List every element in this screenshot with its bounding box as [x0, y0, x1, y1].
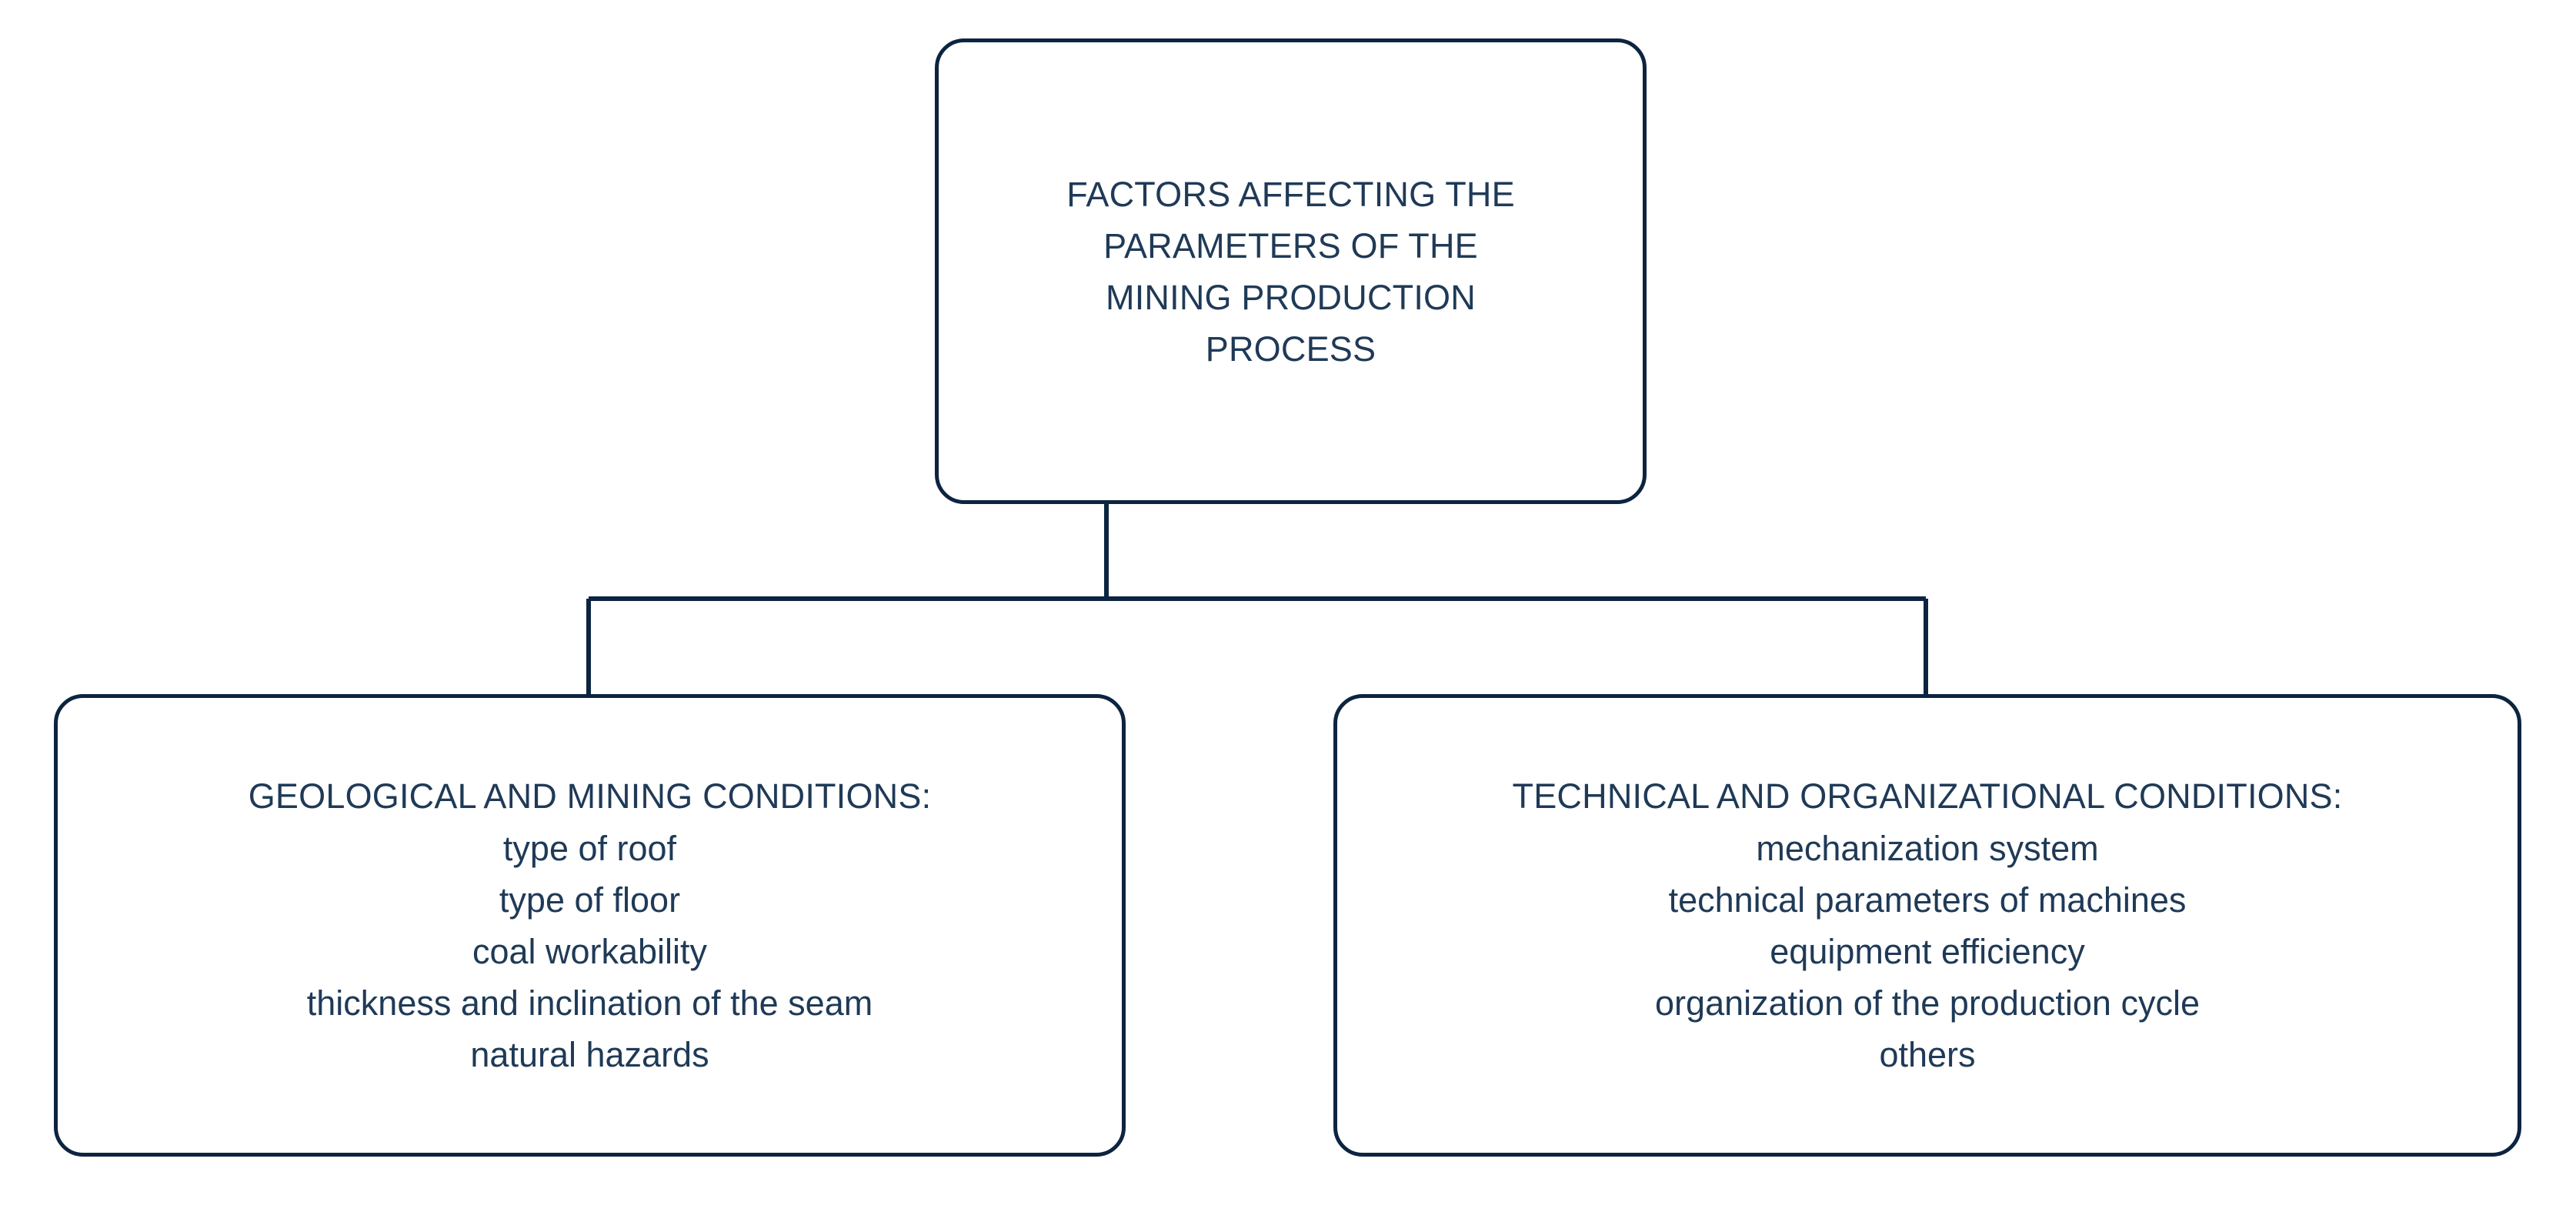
- child-node-left-item-4: thickness and inclination of the seam: [306, 983, 873, 1023]
- child-node-right-item-3: equipment efficiency: [1770, 932, 2085, 971]
- child-node-right-item-4: organization of the production cycle: [1655, 983, 2200, 1023]
- child-node-right-title: TECHNICAL AND ORGANIZATIONAL CONDITIONS:: [1512, 776, 2343, 816]
- root-node-text: FACTORS AFFECTING THE PARAMETERS OF THE …: [960, 169, 1621, 375]
- child-node-left-text: GEOLOGICAL AND MINING CONDITIONS: type o…: [79, 770, 1100, 1080]
- child-node-left-item-3: coal workability: [472, 932, 708, 971]
- child-node-left-item-5: natural hazards: [470, 1035, 709, 1074]
- child-node-right-item-1: mechanization system: [1756, 829, 2099, 868]
- root-node-factors[interactable]: FACTORS AFFECTING THE PARAMETERS OF THE …: [935, 38, 1647, 504]
- child-node-left-item-2: type of floor: [499, 880, 681, 920]
- child-node-right-text: TECHNICAL AND ORGANIZATIONAL CONDITIONS:…: [1359, 770, 2496, 1080]
- root-node-title-line-1: FACTORS AFFECTING THE: [1066, 174, 1515, 214]
- root-node-title-line-2: PARAMETERS OF THE: [1103, 225, 1478, 265]
- root-node-title-line-3: MINING PRODUCTION: [1106, 277, 1476, 317]
- child-node-geological-and-mining-conditions[interactable]: GEOLOGICAL AND MINING CONDITIONS: type o…: [54, 694, 1126, 1157]
- child-node-right-item-2: technical parameters of machines: [1668, 880, 2187, 920]
- root-node-title-line-4: PROCESS: [1205, 329, 1376, 369]
- child-node-left-title: GEOLOGICAL AND MINING CONDITIONS:: [248, 776, 932, 816]
- child-node-left-item-1: type of roof: [502, 829, 677, 868]
- child-node-right-item-5: others: [1879, 1035, 1976, 1074]
- child-node-technical-and-organizational-conditions[interactable]: TECHNICAL AND ORGANIZATIONAL CONDITIONS:…: [1333, 694, 2521, 1157]
